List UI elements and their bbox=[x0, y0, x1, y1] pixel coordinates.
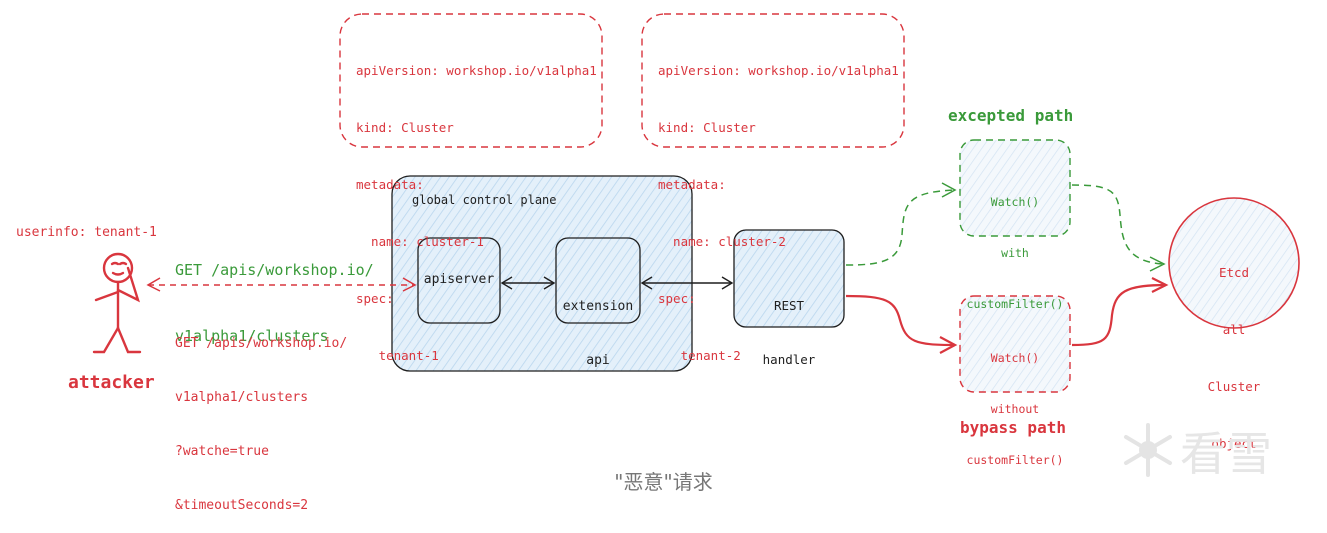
yaml-line: name: cluster-1 bbox=[356, 234, 484, 249]
etcd-line: Etcd bbox=[1218, 265, 1250, 280]
yaml-box-cluster-1 bbox=[339, 13, 603, 148]
yaml-line: metadata: bbox=[356, 177, 424, 192]
watch-with-filter-line: Watch() bbox=[990, 195, 1040, 209]
watch-without-filter-line: Watch() bbox=[990, 351, 1040, 365]
watch-request-line: v1alpha1/clusters bbox=[175, 390, 309, 405]
yaml-line: kind: Cluster bbox=[356, 120, 454, 135]
control-plane-title: global control plane bbox=[412, 193, 557, 207]
yaml-cluster-2-text: apiVersion: workshop.io/v1alpha1 kind: C… bbox=[658, 23, 899, 384]
watch-without-filter-label: Watch() without customFilter() bbox=[960, 316, 1070, 486]
rest-handler-line: REST bbox=[773, 298, 805, 313]
etcd-line: object bbox=[1211, 436, 1257, 451]
yaml-cluster-1-text: apiVersion: workshop.io/v1alpha1 kind: C… bbox=[356, 23, 597, 384]
bypass-path-arrow bbox=[845, 294, 956, 347]
watch-with-filter-line: customFilter() bbox=[966, 297, 1064, 311]
etcd-label: Etcd all Cluster object bbox=[1169, 225, 1299, 472]
watermark-text: 看雪 bbox=[1180, 427, 1272, 481]
watch-request-line: &timeoutSeconds=2 bbox=[175, 498, 309, 513]
watch-without-filter-line: customFilter() bbox=[966, 453, 1064, 467]
extension-api-line: extension bbox=[562, 299, 634, 314]
rest-handler-box bbox=[733, 229, 845, 328]
request-arrow-head-right bbox=[402, 277, 417, 292]
normal-request-label: GET /apis/workshop.io/ v1alpha1/clusters bbox=[175, 215, 374, 369]
etcd-line: all bbox=[1222, 322, 1246, 337]
yaml-line: kind: Cluster bbox=[658, 120, 756, 135]
rest-handler-label: REST handler bbox=[734, 261, 844, 387]
bypass-path-to-etcd-arrow bbox=[1071, 283, 1167, 347]
extension-api-box bbox=[555, 237, 641, 324]
rest-handler-line: handler bbox=[762, 352, 816, 367]
yaml-line: name: cluster-2 bbox=[658, 234, 786, 249]
watch-request-label: GET /apis/workshop.io/ v1alpha1/clusters… bbox=[175, 299, 347, 533]
etcd-line: Cluster bbox=[1207, 379, 1261, 394]
watch-with-filter-line: with bbox=[1001, 246, 1029, 260]
diagram-canvas bbox=[92, 13, 1300, 477]
apiserver-label: apiserver bbox=[423, 272, 495, 287]
watch-with-filter-label: Watch() with customFilter() bbox=[960, 160, 1070, 330]
yaml-line: tenant-2 bbox=[658, 348, 741, 363]
watch-request-line: GET /apis/workshop.io/ bbox=[175, 336, 348, 351]
yaml-line: metadata: bbox=[658, 177, 726, 192]
expected-path-to-etcd-arrow bbox=[1071, 184, 1165, 265]
attacker-label: attacker bbox=[68, 372, 155, 393]
userinfo-label: userinfo: tenant-1 bbox=[16, 225, 157, 240]
snowflake-logo-icon bbox=[1124, 423, 1172, 477]
expected-path-arrow bbox=[845, 189, 956, 266]
normal-request-line: GET /apis/workshop.io/ bbox=[175, 261, 374, 279]
apiserver-box bbox=[417, 237, 501, 324]
expected-path-title: excepted path bbox=[948, 106, 1074, 125]
yaml-box-cluster-2 bbox=[641, 13, 905, 148]
normal-request-line: v1alpha1/clusters bbox=[175, 327, 329, 345]
etcd-circle bbox=[1168, 197, 1300, 329]
yaml-line: apiVersion: workshop.io/v1alpha1 bbox=[356, 63, 597, 78]
yaml-line: tenant-1 bbox=[356, 348, 439, 363]
watch-without-filter-box bbox=[959, 295, 1071, 393]
bypass-path-title: bypass path bbox=[960, 418, 1066, 437]
request-arrow-head-left bbox=[146, 277, 161, 292]
yaml-line: spec: bbox=[658, 291, 696, 306]
caption: "恶意"请求 bbox=[614, 470, 713, 494]
watch-request-line: ?watche=true bbox=[175, 444, 269, 459]
extension-api-label: extension api bbox=[556, 262, 640, 388]
watch-with-filter-box bbox=[959, 139, 1071, 237]
extension-api-line: api bbox=[586, 353, 610, 368]
yaml-line: apiVersion: workshop.io/v1alpha1 bbox=[658, 63, 899, 78]
attacker-figure bbox=[92, 252, 142, 354]
yaml-line: spec: bbox=[356, 291, 394, 306]
watch-without-filter-line: without bbox=[990, 402, 1040, 416]
